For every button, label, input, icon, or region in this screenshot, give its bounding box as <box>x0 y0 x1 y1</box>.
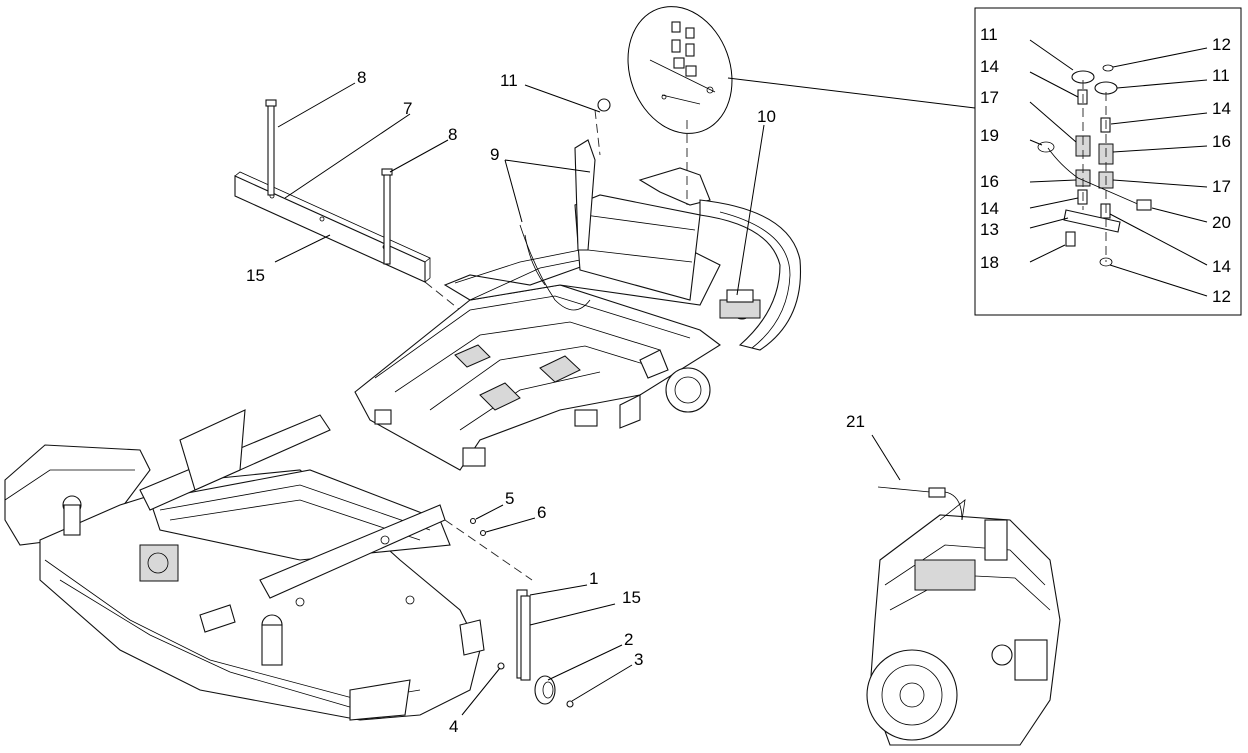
switch-detail-circle <box>627 6 976 134</box>
callout-21: 21 <box>846 412 865 431</box>
detail-callout-17-a: 17 <box>980 88 999 107</box>
callout-6: 6 <box>537 503 546 522</box>
detail-callout-11-a: 11 <box>980 25 998 44</box>
detail-callout-16-a: 16 <box>1212 132 1231 151</box>
callout-15-top: 15 <box>246 266 265 285</box>
detail-callout-18: 18 <box>980 253 999 272</box>
callout-11: 11 <box>500 71 518 90</box>
main-frame-part <box>354 139 802 471</box>
detail-callout-14-b: 14 <box>1212 99 1231 118</box>
bolt-left-part <box>267 102 275 196</box>
callout-7: 7 <box>403 99 412 118</box>
callouts: 8 7 8 15 11 9 10 1 15 2 3 4 5 6 21 <box>246 68 865 736</box>
callout-5: 5 <box>505 489 514 508</box>
bolt-right-part <box>383 171 391 265</box>
wheel-part <box>534 675 556 705</box>
detail-callout-20: 20 <box>1212 213 1231 232</box>
callout-15-bottom: 15 <box>622 588 641 607</box>
nut-part <box>479 529 487 537</box>
detail-callout-16-b: 16 <box>980 172 999 191</box>
detail-callout-11-b: 11 <box>1212 66 1230 85</box>
callout-2: 2 <box>624 630 633 649</box>
sensor-part <box>928 487 946 498</box>
callout-1: 1 <box>589 569 598 588</box>
callout-10: 10 <box>757 107 776 126</box>
mower-deck-part <box>4 409 533 721</box>
washer-part <box>469 517 477 525</box>
detail-callout-13: 13 <box>980 220 999 239</box>
callout-3: 3 <box>634 650 643 669</box>
bolt-small-part <box>566 700 574 708</box>
detail-callout-17-b: 17 <box>1212 177 1231 196</box>
detail-callout-12-a: 12 <box>1212 35 1231 54</box>
callout-9: 9 <box>490 145 499 164</box>
detail-box-frame <box>974 7 1242 316</box>
callout-8-left: 8 <box>357 68 366 87</box>
grommet-part <box>597 98 611 112</box>
detail-callouts: 11 12 14 11 17 14 19 16 16 17 14 20 13 1… <box>980 25 1231 306</box>
engine-part <box>866 499 1061 746</box>
detail-callout-19: 19 <box>980 126 999 145</box>
detail-callout-14-c: 14 <box>980 199 999 218</box>
screw-part <box>497 662 505 670</box>
callout-8-right: 8 <box>448 125 457 144</box>
detail-callout-14-d: 14 <box>1212 257 1231 276</box>
detail-callout-14-a: 14 <box>980 57 999 76</box>
leader-lines <box>274 82 901 716</box>
detail-leader-lines <box>1029 39 1208 297</box>
detail-callout-12-b: 12 <box>1212 287 1231 306</box>
callout-4: 4 <box>449 717 458 736</box>
bar-and-bolts-group <box>234 99 471 319</box>
detail-box <box>974 7 1242 316</box>
